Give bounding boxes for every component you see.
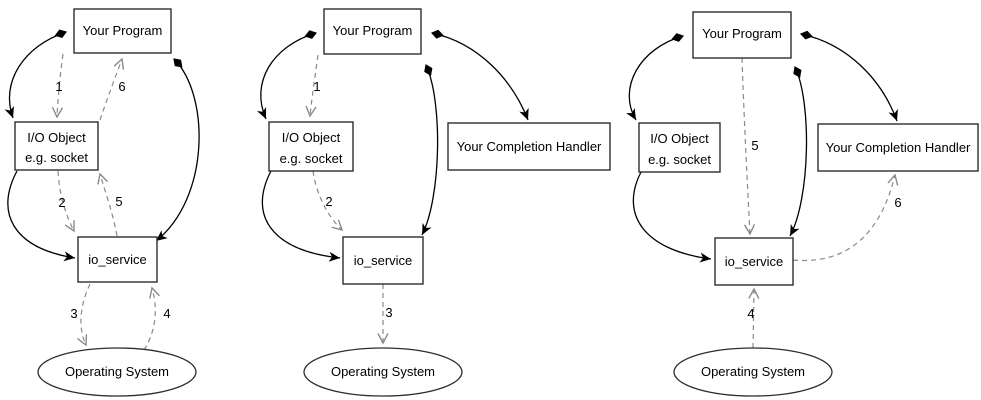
step-label-1: 1 [313, 79, 320, 94]
node-your-program: Your Program [692, 11, 792, 59]
io-service-label: io_service [354, 253, 413, 268]
completion-handler-label: Your Completion Handler [457, 139, 602, 154]
node-your-program: Your Program [73, 8, 172, 54]
edge-program-owns-io-object [4, 29, 67, 119]
edge-program-owns-io-object [626, 33, 684, 121]
edge-io-object-to-io-service [7, 170, 76, 262]
edge-step-1-program-to-io-object [310, 54, 319, 116]
edge-io-object-to-io-service [632, 171, 712, 263]
edge-step-4-os-to-io-service [753, 289, 754, 349]
io-object-box [268, 121, 354, 172]
edge-step-1-program-to-io-object [57, 53, 64, 117]
io-object-box [638, 122, 721, 173]
operating-system-ellipse [37, 347, 197, 397]
edge-io-object-to-io-service [261, 170, 341, 262]
operating-system-label: Operating System [331, 364, 435, 379]
operating-system-label: Operating System [65, 364, 169, 379]
edge-step-5-io-service-to-io-object [100, 174, 118, 237]
io-service-box [342, 236, 424, 285]
panel-right-async-complete: 5 4 6 Your Program I/O Object e.g. socke… [626, 11, 979, 397]
step-label-6: 6 [894, 195, 901, 210]
node-io-service: io_service [342, 236, 424, 285]
edge-program-owns-io-service [421, 64, 439, 236]
io-service-label: io_service [725, 254, 784, 269]
node-io-object: I/O Object e.g. socket [14, 121, 99, 171]
step-label-3: 3 [70, 306, 77, 321]
edge-step-6-io-service-to-handler [792, 175, 895, 262]
io-service-box [714, 237, 794, 286]
node-operating-system: Operating System [673, 347, 833, 397]
node-completion-handler: Your Completion Handler [817, 123, 979, 172]
your-program-box [692, 11, 792, 59]
step-label-5: 5 [115, 194, 122, 209]
panel-left-synchronous: 1 6 2 5 3 4 Your Program I/O Object e.g.… [4, 8, 200, 397]
io-object-label-line2: e.g. socket [280, 151, 343, 166]
io-object-box [14, 121, 99, 171]
io-object-label-line1: I/O Object [27, 130, 86, 145]
step-label-2: 2 [58, 195, 65, 210]
your-program-label: Your Program [702, 26, 782, 41]
edge-step-2-io-object-to-io-service [57, 170, 74, 231]
your-program-box [323, 8, 422, 55]
step-label-4: 4 [163, 306, 170, 321]
io-object-label-line2: e.g. socket [648, 152, 711, 167]
step-label-3: 3 [385, 305, 392, 320]
step-label-1: 1 [55, 79, 62, 94]
operating-system-label: Operating System [701, 364, 805, 379]
node-io-object: I/O Object e.g. socket [638, 122, 721, 173]
your-program-label: Your Program [333, 23, 413, 38]
edge-program-owns-io-service [789, 66, 808, 237]
your-program-box [73, 8, 172, 54]
edge-program-owns-io-object [256, 30, 317, 120]
step-label-4: 4 [747, 306, 754, 321]
io-object-label-line2: e.g. socket [25, 150, 88, 165]
edge-program-owns-completion-handler [431, 29, 529, 121]
completion-handler-box [817, 123, 979, 172]
edge-step-5-program-to-io-service [741, 57, 750, 234]
step-label-2: 2 [325, 194, 332, 209]
completion-handler-box [447, 122, 611, 171]
node-io-service: io_service [77, 236, 158, 283]
edge-step-6-io-object-to-program [99, 59, 122, 121]
io-object-label-line1: I/O Object [650, 131, 709, 146]
completion-handler-label: Your Completion Handler [826, 140, 971, 155]
edge-program-owns-completion-handler [800, 30, 898, 122]
node-io-service: io_service [714, 237, 794, 286]
io-service-label: io_service [88, 252, 147, 267]
edge-step-4-os-to-io-service [143, 288, 155, 351]
panel-middle-async-start: 1 2 3 Your Program I/O Object e.g. socke… [256, 8, 611, 397]
operating-system-ellipse [673, 347, 833, 397]
node-operating-system: Operating System [303, 347, 463, 397]
step-label-6: 6 [118, 79, 125, 94]
node-operating-system: Operating System [37, 347, 197, 397]
io-service-box [77, 236, 158, 283]
edge-step-3-io-service-to-os [81, 283, 91, 345]
your-program-label: Your Program [83, 23, 163, 38]
step-label-5: 5 [751, 138, 758, 153]
io-object-label-line1: I/O Object [282, 130, 341, 145]
edge-program-owns-io-service [155, 58, 200, 242]
node-completion-handler: Your Completion Handler [447, 122, 611, 171]
node-your-program: Your Program [323, 8, 422, 55]
node-io-object: I/O Object e.g. socket [268, 121, 354, 172]
operating-system-ellipse [303, 347, 463, 397]
